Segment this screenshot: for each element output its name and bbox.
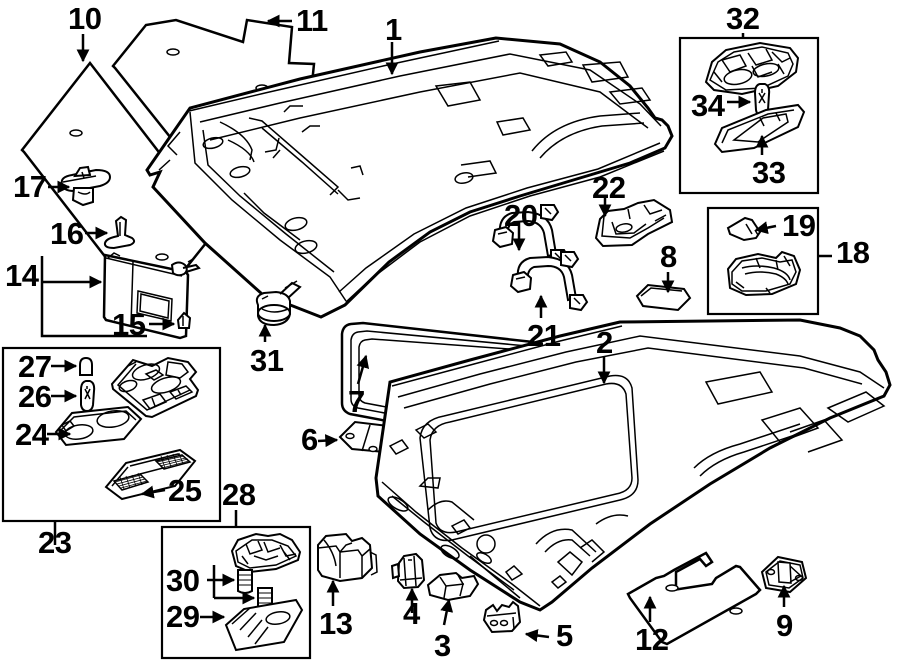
part-insulator-pad-rear: [626, 551, 762, 646]
group-box-32: [678, 36, 820, 195]
part-reading-lamp-housing: [704, 41, 800, 96]
part-assist-grip-rear: [509, 251, 589, 312]
part-bracket-clip: [390, 552, 426, 590]
part-console-switch-cap: [79, 356, 93, 376]
part-dome-lamp-lens: [224, 598, 304, 652]
part-dome-lamp-bulb-upper: [237, 569, 253, 594]
part-reading-lamp-lens: [713, 103, 806, 154]
part-retainer-clip-small: [426, 571, 480, 602]
leader-segments: [40, 33, 832, 600]
part-console-bulb: [80, 380, 96, 413]
part-grab-handle-bracket: [760, 555, 808, 594]
group-box-18: [706, 206, 820, 316]
part-antenna-base: [255, 280, 302, 327]
part-dome-lamp-housing: [230, 532, 302, 574]
part-headliner-front: [145, 36, 674, 319]
part-housing-block: [317, 532, 378, 583]
group-box-23: [1, 346, 222, 523]
part-visor-hook: [176, 311, 192, 329]
part-grip-mounting-bracket: [594, 198, 674, 248]
part-rear-lamp-housing: [726, 250, 802, 297]
part-rear-lamp-bulb: [726, 216, 762, 242]
part-sunvisor-assembly: [102, 252, 201, 340]
part-console-housing: [110, 356, 200, 419]
part-console-lens: [54, 405, 143, 447]
part-visor-support-clip: [482, 600, 522, 634]
leader-lines: [42, 14, 791, 642]
part-cover-cap: [635, 283, 692, 312]
part-coat-hook: [60, 165, 112, 207]
part-visor-retainer-clip: [103, 215, 136, 250]
part-console-speaker-grille: [104, 448, 197, 501]
part-headliner-rear: [374, 318, 892, 612]
part-assist-grip-front: [491, 204, 570, 267]
